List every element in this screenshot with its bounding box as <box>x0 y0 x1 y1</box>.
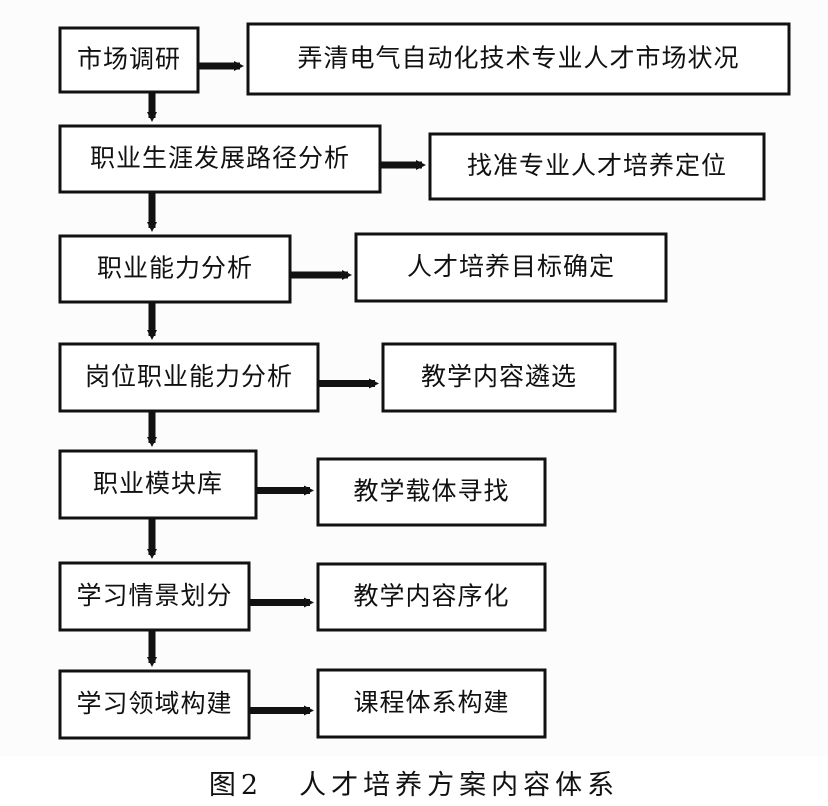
result-box-4-label: 教学内容遴选 <box>421 362 577 391</box>
figure-title: 人才培养方案内容体系 <box>299 770 620 801</box>
result-box-2-label: 找准专业人才培养定位 <box>467 151 727 180</box>
result-box-1: 弄清电气自动化技术专业人才市场状况 <box>246 22 791 96</box>
result-box-6-label: 教学内容序化 <box>353 582 509 611</box>
result-box-4: 教学内容遴选 <box>381 342 617 413</box>
result-box-5-label: 教学载体寻找 <box>353 477 509 506</box>
result-box-2-border <box>428 132 766 201</box>
step-box-6-label: 学习情景划分 <box>76 581 232 610</box>
step-box-3-label: 职业能力分析 <box>97 254 253 283</box>
result-box-3: 人才培养目标确定 <box>354 232 668 303</box>
step-box-1-border <box>58 26 200 94</box>
result-box-3-label: 人才培养目标确定 <box>407 252 615 281</box>
result-box-1-label: 弄清电气自动化技术专业人才市场状况 <box>297 44 739 73</box>
result-box-7: 课程体系构建 <box>316 668 547 739</box>
step-box-7-label: 学习领域构建 <box>76 689 232 718</box>
step-box-4: 岗位职业能力分析 <box>58 342 320 413</box>
step-box-2: 职业生涯发展路径分析 <box>58 124 382 194</box>
flowchart-edges <box>147 61 426 716</box>
result-box-4-border <box>381 342 617 413</box>
step-box-2-label: 职业生涯发展路径分析 <box>90 144 350 173</box>
step-box-7: 学习领域构建 <box>58 669 251 740</box>
result-box-5: 教学载体寻找 <box>316 457 547 527</box>
flowchart-canvas: 市场调研 弄清电气自动化技术专业人才市场状况职业生涯发展路径分析 找准专业人才培养定… <box>58 22 791 740</box>
step-box-4-border <box>58 342 320 413</box>
result-box-6: 教学内容序化 <box>316 562 547 632</box>
step-box-2-border <box>58 124 382 194</box>
result-box-7-label: 课程体系构建 <box>353 688 509 717</box>
step-box-4-label: 岗位职业能力分析 <box>85 362 293 391</box>
result-box-3-border <box>354 232 668 303</box>
result-box-6-border <box>316 562 547 632</box>
result-box-2: 找准专业人才培养定位 <box>428 132 766 201</box>
step-box-5-label: 职业模块库 <box>93 469 223 498</box>
step-box-6-border <box>58 561 251 632</box>
result-box-7-border <box>316 668 547 739</box>
step-box-5: 职业模块库 <box>58 449 258 520</box>
result-box-5-border <box>316 457 547 527</box>
figure-caption: 图2 人才培养方案内容体系 <box>0 763 828 802</box>
result-box-1-border <box>246 22 791 96</box>
step-box-1: 市场调研 <box>58 26 200 94</box>
step-box-5-border <box>58 449 258 520</box>
step-box-3: 职业能力分析 <box>58 234 292 304</box>
step-box-3-border <box>58 234 292 304</box>
step-box-7-border <box>58 669 251 740</box>
figure-number: 图2 <box>208 770 264 801</box>
step-box-1-label: 市场调研 <box>77 45 181 74</box>
step-box-6: 学习情景划分 <box>58 561 251 632</box>
